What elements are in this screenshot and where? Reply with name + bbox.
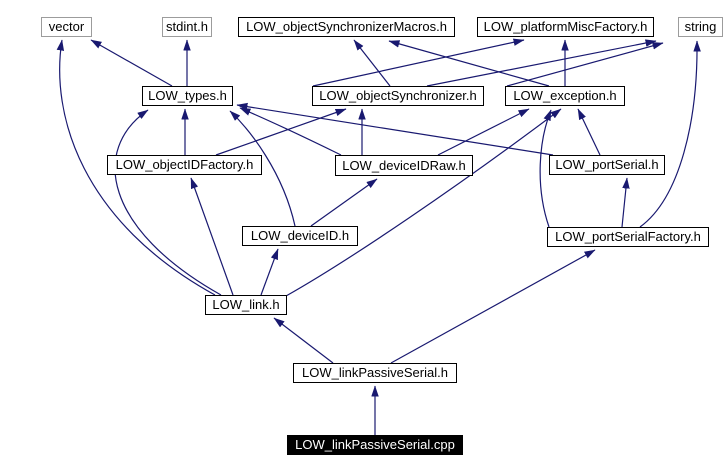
edge-linkpassiveserial_h-portserialfactory [390, 249, 596, 364]
edge-deviceidraw-types [239, 107, 342, 156]
edge-deviceid-deviceidraw [310, 178, 378, 227]
edge-portserialfactory-portserial [621, 177, 630, 228]
edge-objsync-string [426, 39, 657, 87]
node-objidfactory[interactable]: LOW_objectIDFactory.h [107, 155, 262, 175]
node-linkpassiveserial-h[interactable]: LOW_linkPassiveSerial.h [293, 363, 457, 383]
node-portserialfactory[interactable]: LOW_portSerialFactory.h [547, 227, 709, 247]
node-platformmisc[interactable]: LOW_platformMiscFactory.h [477, 17, 654, 37]
edge-linkpassiveserial_h-link [273, 317, 334, 364]
edge-deviceid-types [229, 110, 296, 227]
edge-exception-string [506, 42, 664, 87]
edge-objsync-syncmacros [353, 39, 391, 87]
node-stdint: stdint.h [162, 17, 212, 37]
node-deviceidraw[interactable]: LOW_deviceIDRaw.h [335, 155, 473, 176]
edge-exception-syncmacros [388, 40, 550, 87]
node-deviceid[interactable]: LOW_deviceID.h [242, 226, 358, 246]
edge-deviceidraw-exception [437, 108, 530, 156]
edge-types-vector [90, 39, 173, 87]
edge-link-exception [285, 108, 562, 297]
node-exception[interactable]: LOW_exception.h [505, 86, 625, 106]
node-vector: vector [41, 17, 92, 37]
edge-link-types [114, 109, 222, 296]
node-linkpassiveserial-cpp: LOW_linkPassiveSerial.cpp [287, 435, 463, 455]
edge-link-deviceid [260, 248, 279, 296]
edge-portserialfactory-exception [539, 109, 552, 228]
edge-objidfactory-objsync [215, 108, 347, 156]
edge-objsync-platformmisc [312, 38, 525, 87]
edge-portserial-types [236, 102, 554, 156]
node-syncmacros[interactable]: LOW_objectSynchronizerMacros.h [238, 17, 455, 37]
node-portserial[interactable]: LOW_portSerial.h [549, 155, 665, 175]
node-objsync[interactable]: LOW_objectSynchronizer.h [312, 86, 484, 106]
node-link[interactable]: LOW_link.h [205, 295, 287, 315]
edge-portserial-exception [577, 108, 601, 156]
edge-portserialfactory-string [639, 40, 701, 228]
edge-link-vector [56, 39, 216, 296]
node-types[interactable]: LOW_types.h [142, 86, 233, 106]
node-string: string [678, 17, 723, 37]
edge-link-objidfactory [190, 177, 234, 296]
